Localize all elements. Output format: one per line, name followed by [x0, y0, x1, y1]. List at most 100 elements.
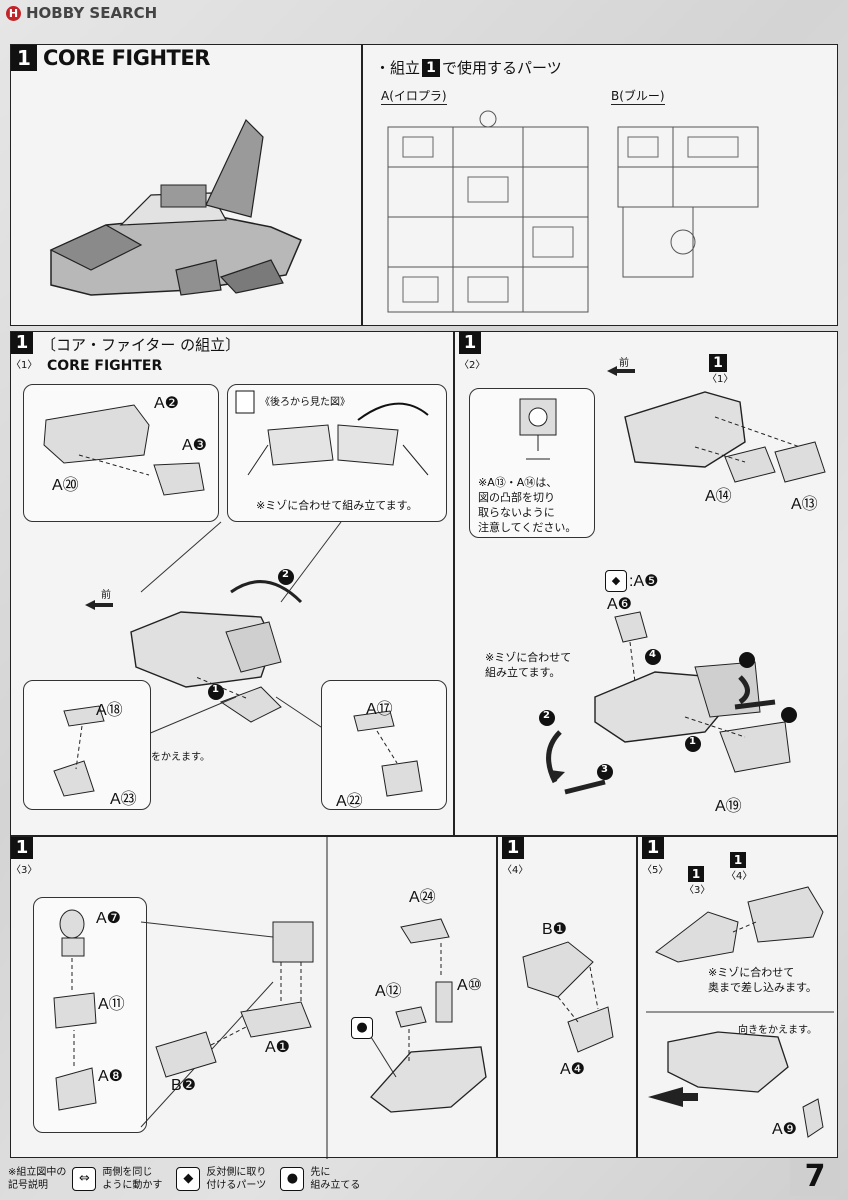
legend-title: ※組立図中の 記号説明: [8, 1167, 67, 1191]
mirror-part-icon: ◆: [176, 1167, 201, 1191]
step-marker-2: 2: [543, 710, 550, 721]
step-number: 1: [459, 332, 481, 354]
mizo-note: ※ミゾに合わせて 組み立てます。: [485, 651, 572, 679]
section-title: CORE FIGHTER: [43, 46, 210, 70]
label-a6: A❻: [607, 596, 633, 613]
label-b1: B❶: [542, 921, 568, 938]
detail-box-seat: A❼ A⑪ A❽: [33, 897, 147, 1133]
runner-b-label: B(ブルー): [611, 89, 665, 105]
label-a1: A❶: [265, 1039, 291, 1056]
label-b2: B❷: [171, 1077, 197, 1094]
part-illustration: [353, 710, 423, 797]
parts-heading-prefix: ・組立: [375, 59, 421, 77]
move-both-sides-icon: ⇔: [72, 1167, 97, 1191]
step-marker-4: 4: [649, 649, 656, 660]
label-a13: A⑬: [791, 496, 818, 513]
step-title-en: CORE FIGHTER: [47, 358, 163, 374]
step-number: 1: [642, 837, 664, 859]
step-1-4-panel: 1 〈4〉 B❶ A❹: [497, 836, 637, 1158]
rear-view-illustration: [235, 390, 429, 476]
substep-label: 〈5〉: [642, 865, 669, 876]
step-1-3-panel: 1 〈3〉 A❼ A⑪ A❽ A: [10, 836, 497, 1159]
step-marker-2: 2: [282, 569, 289, 580]
label-a22: A㉒: [336, 793, 363, 810]
pre-assemble-icon: ●: [280, 1167, 305, 1191]
label-a9: A❾: [772, 1121, 798, 1138]
label-a19: A⑲: [715, 798, 742, 815]
site-logo[interactable]: H HOBBY SEARCH: [6, 4, 157, 22]
page-number: 7: [790, 1158, 840, 1196]
substep-label: 〈2〉: [459, 360, 486, 371]
logo-text: HOBBY SEARCH: [26, 4, 158, 22]
step-number: 1: [502, 837, 524, 859]
parts-overview: ・組立 1 で使用するパーツ A(イロプラ) B(ブルー): [362, 44, 838, 326]
ref-step-number-3: 1: [688, 866, 704, 882]
change-direction-note: 向きをかえます。: [738, 1025, 817, 1036]
step-number: 1: [11, 837, 33, 859]
mirror-part-label: ◆ :A❺: [605, 570, 658, 592]
label-a8: A❽: [98, 1068, 124, 1085]
step-1-5-panel: 1 〈5〉 1 〈3〉 1 〈4〉 ※ミゾに合わせて 奥まで差し込みます。 向き…: [637, 836, 838, 1158]
step-marker-3: 3: [601, 764, 608, 775]
detail-box-a2-a3: A❷ A❸ A⑳: [23, 384, 219, 522]
mizo-note: ※ミゾに合わせて組み立てます。: [256, 499, 418, 512]
step-marker-1: 1: [689, 736, 696, 747]
detail-box-rear-view: 《後ろから見た図》 ※ミゾに合わせて組み立てます。: [227, 384, 447, 522]
label-a3: A❸: [182, 437, 208, 454]
label-a24: A㉔: [409, 889, 436, 906]
label-a11: A⑪: [98, 996, 125, 1013]
lower-assembly-illustration: [539, 611, 797, 795]
step-number: 1: [11, 45, 37, 71]
label-a10: A⑩: [457, 977, 483, 994]
substep-label: 〈1〉: [11, 360, 38, 371]
ref-substep-label: 〈1〉: [707, 374, 734, 385]
legend-mirror-part: 反対側に取り 付けるパーツ: [206, 1167, 267, 1191]
runner-a-label: A(イロプラ): [381, 89, 447, 105]
label-a4: A❹: [560, 1061, 586, 1078]
change-direction-note: 向きをかえます。: [131, 752, 210, 763]
front-label: 前: [619, 358, 629, 369]
ref-step-number: 1: [709, 354, 727, 372]
label-a18: A⑱: [96, 702, 123, 719]
upper-assembly-illustration: [624, 391, 826, 483]
part-illustration: [519, 398, 557, 460]
step-number: 1: [11, 332, 33, 354]
label-a2: A❷: [154, 395, 180, 412]
front-arrow-icon: [607, 366, 635, 376]
part-illustration: [53, 705, 105, 797]
label-a7: A❼: [96, 910, 122, 927]
cockpit-assembly-illustration: [140, 837, 328, 1159]
step-title: 〔コア・ファイター の組立〕: [41, 336, 241, 354]
part-illustration: [43, 404, 205, 496]
ref-substep-3: 〈3〉: [684, 885, 711, 896]
ref-step-number-4: 1: [730, 852, 746, 868]
parts-heading-suffix: で使用するパーツ: [442, 59, 562, 77]
label-a14: A⑭: [705, 488, 732, 505]
detail-box-a18-a23: A⑱ A㉓: [23, 680, 151, 810]
substep-label: 〈4〉: [502, 865, 529, 876]
caution-note: ※A⑬・A⑭は、 図の凸部を切り 取らないように 注意してください。: [478, 476, 577, 534]
canopy-assembly-illustration: [370, 918, 487, 1113]
rear-view-caption: 《後ろから見た図》: [260, 397, 350, 408]
mizo-note: ※ミゾに合わせて 奥まで差し込みます。: [708, 966, 817, 994]
caution-box: ※A⑬・A⑭は、 図の凸部を切り 取らないように 注意してください。: [469, 388, 595, 538]
front-arrow-icon: [85, 600, 113, 610]
label-a23: A㉓: [110, 791, 137, 808]
main-assembly-illustration: [130, 521, 342, 738]
legend-move-both: 両側を同じ ように動かす: [102, 1167, 163, 1191]
seat-illustration: [53, 909, 97, 1111]
label-a20: A⑳: [52, 477, 79, 494]
label-a17: A⑰: [366, 701, 393, 718]
part-b1-a4-illustration: [522, 941, 614, 1053]
detail-box-a17-a22: A⑰ A㉒: [321, 680, 447, 810]
front-label: 前: [101, 590, 111, 601]
legend-pre-assemble: 先に 組み立てる: [310, 1167, 361, 1191]
substep-label: 〈3〉: [11, 865, 38, 876]
pre-assemble-icon: ●: [351, 1017, 373, 1039]
runner-a-diagram: [387, 110, 589, 313]
core-fighter-illustration: [49, 118, 302, 296]
runner-b-diagram: [617, 126, 759, 278]
symbol-legend: ※組立図中の 記号説明 ⇔ 両側を同じ ように動かす ◆ 反対側に取り 付けるパ…: [8, 1163, 360, 1195]
final-assembly-illustration: [646, 886, 834, 1138]
logo-mark-icon: H: [6, 5, 21, 21]
